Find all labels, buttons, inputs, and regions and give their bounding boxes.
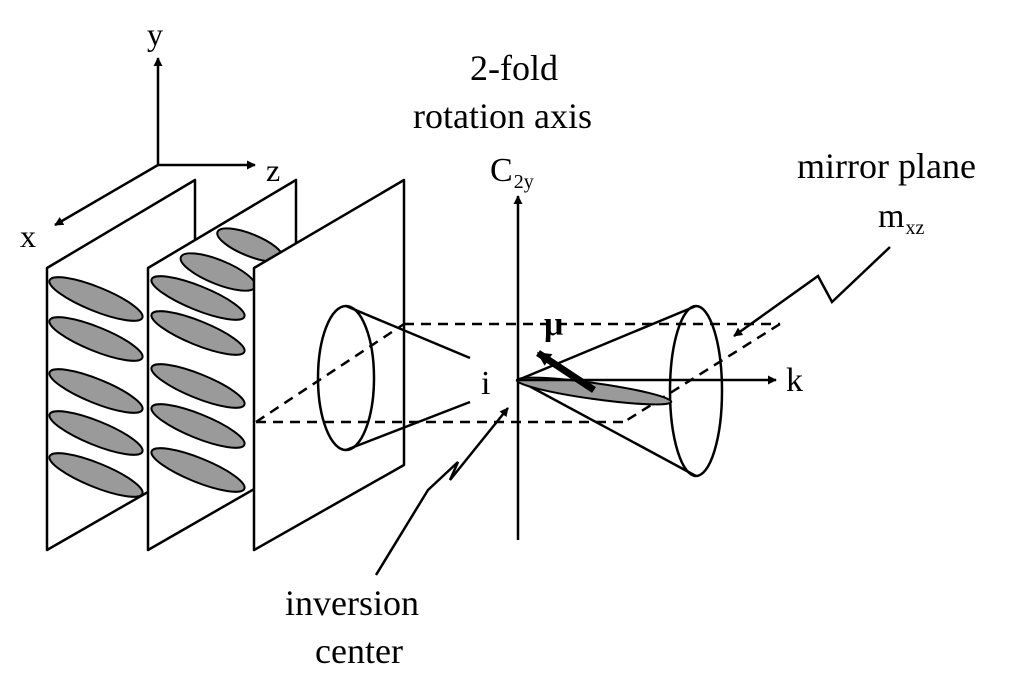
c2y-subscript: 2y — [513, 171, 534, 193]
left-cone — [316, 304, 471, 452]
inversion-center-label-line1: inversion — [285, 583, 419, 623]
x-axis-label: x — [20, 218, 36, 254]
molecular-layers — [45, 178, 406, 552]
rotation-axis-title-line1: 2-fold — [470, 48, 558, 88]
molecule-ellipse — [150, 275, 246, 321]
molecule-ellipse — [48, 452, 144, 498]
x-axis-arrow — [54, 163, 159, 227]
layer-3 — [252, 178, 406, 552]
c2y-label: C2y — [490, 152, 534, 193]
k-vector-label: k — [786, 362, 803, 399]
mirror-plane-outline — [255, 322, 781, 424]
c2y-symbol: C — [490, 152, 513, 189]
molecule-ellipse — [48, 316, 144, 362]
molecule-ellipse — [48, 276, 144, 322]
inversion-center-label-line2: center — [315, 631, 403, 671]
molecule-ellipse — [150, 447, 246, 493]
mirror-plane-label: mirror plane — [797, 146, 976, 186]
mxz-subscript: xz — [905, 217, 925, 239]
tilted-molecule-ellipse — [515, 376, 673, 406]
inversion-leader-line — [374, 407, 509, 576]
coordinate-axes — [54, 57, 256, 227]
molecule-ellipse — [150, 310, 246, 356]
molecule-ellipse — [150, 363, 246, 409]
molecule-ellipse — [48, 368, 144, 414]
z-axis-label: z — [266, 152, 281, 188]
mirror-plane-symbol: mxz — [878, 198, 925, 239]
rotation-axis-title-line2: rotation axis — [413, 96, 592, 136]
mxz-symbol: m — [878, 198, 905, 235]
right-cone — [515, 304, 724, 478]
inversion-symbol-label: i — [481, 365, 491, 402]
dipole-mu-label: μ — [544, 306, 564, 343]
mirror-plane-leader-line — [733, 246, 891, 338]
dipole-arrow — [536, 350, 596, 393]
molecule-ellipse — [48, 410, 144, 456]
y-axis-label: y — [147, 16, 163, 52]
molecule-ellipse — [150, 403, 246, 449]
